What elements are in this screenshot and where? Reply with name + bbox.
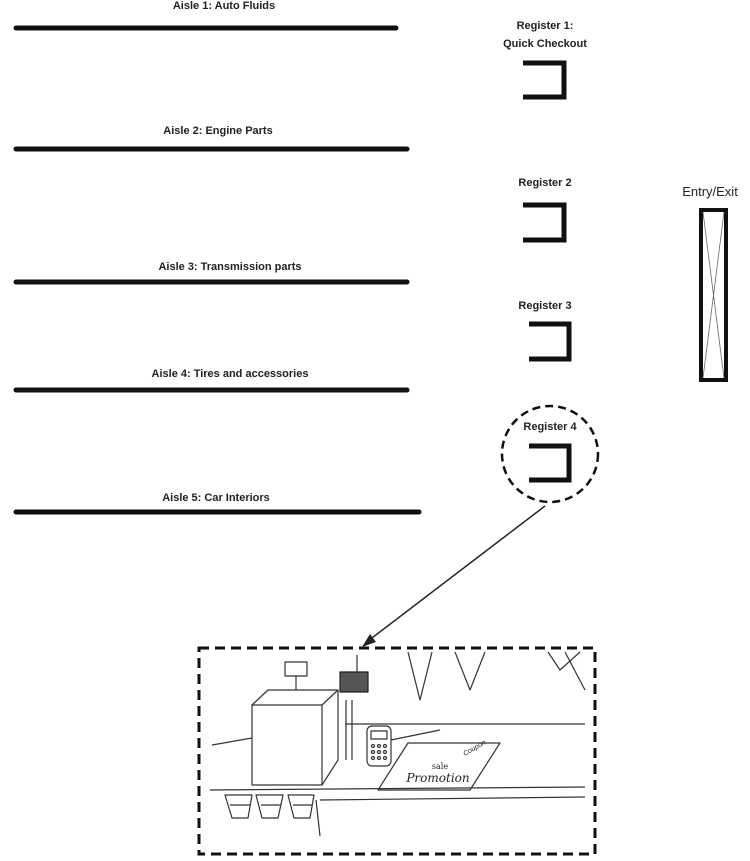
entry-exit-label: Entry/Exit (682, 184, 738, 199)
checkout-sketch (209, 651, 586, 837)
sketch-sign-promotion: Promotion (406, 771, 470, 785)
door-cross-line-b (702, 211, 725, 379)
sketch-sign-sale: sale (431, 762, 449, 771)
register-4-label: Register 4 (523, 421, 577, 433)
zoom-arrow-line (367, 505, 546, 642)
aisle-4-label: Aisle 4: Tires and accessories (151, 368, 309, 380)
register-1-label-line1: Register 1: (516, 20, 574, 32)
register-1-counter (523, 60, 567, 100)
aisle-2-label: Aisle 2: Engine Parts (163, 125, 273, 137)
zoom-arrow-head (362, 634, 376, 647)
register-2-counter (523, 202, 567, 243)
aisle-1-label: Aisle 1: Auto Fluids (172, 0, 276, 12)
register-3-label: Register 3 (518, 300, 572, 312)
register-2-label: Register 2 (518, 177, 572, 189)
sketch-frame (197, 646, 597, 856)
aisle-3-label: Aisle 3: Transmission parts (158, 261, 302, 273)
register-4-counter (529, 443, 572, 483)
entry-exit-door (699, 208, 728, 382)
register-1-label-line2: Quick Checkout (503, 38, 587, 50)
register-3-counter (529, 321, 572, 362)
aisle-5-label: Aisle 5: Car Interiors (162, 492, 270, 504)
register-4-highlight-circle (500, 404, 600, 504)
